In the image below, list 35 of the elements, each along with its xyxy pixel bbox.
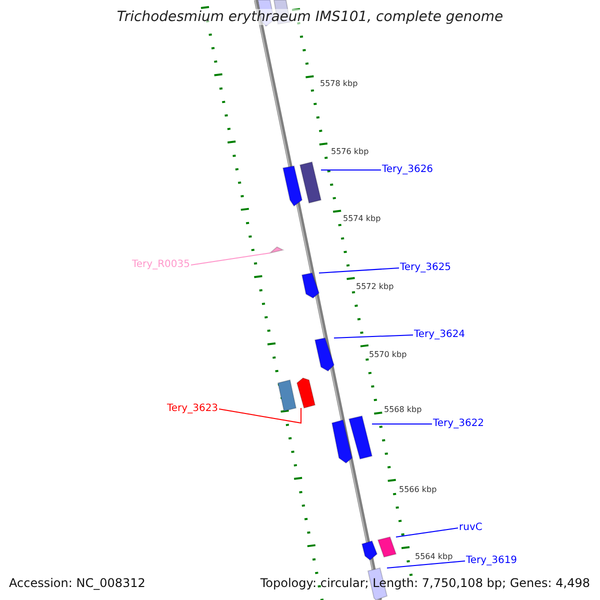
- gene-block: [302, 273, 319, 298]
- gene-block: [349, 416, 372, 459]
- gene-label: Tery_3625: [400, 262, 452, 274]
- scale-label: 5568 kbp: [384, 405, 422, 415]
- scale-label: 5564 kbp: [415, 552, 453, 562]
- gene-block: [332, 420, 352, 463]
- scale-label: 5574 kbp: [343, 214, 381, 224]
- gene-block: [378, 537, 396, 557]
- genome-info-text: Topology: circular; Length: 7,750,108 bp; Genes: 4,498: [260, 576, 590, 590]
- gene-label: Tery_R0035: [132, 259, 190, 271]
- scale-label: 5570 kbp: [369, 350, 407, 360]
- leader-line: [190, 252, 270, 266]
- leader-line: [318, 268, 400, 274]
- leader-line: [334, 334, 414, 338]
- leader-line: [396, 528, 458, 538]
- gene-block: [315, 338, 334, 371]
- gene-label: ruvC: [459, 522, 482, 534]
- gene-block: [270, 247, 283, 253]
- gene-block: [300, 162, 321, 203]
- scale-label: 5578 kbp: [320, 79, 358, 89]
- gene-block: [297, 378, 315, 408]
- gene-label: Tery_3622: [433, 418, 484, 430]
- gene-label: Tery_3624: [414, 329, 466, 341]
- scale-label: 5576 kbp: [331, 147, 369, 157]
- leader-line: [386, 560, 466, 568]
- gene-label: Tery_3626: [382, 164, 434, 176]
- gene-block: [362, 541, 377, 560]
- gene-label: Tery_3623: [167, 403, 218, 415]
- scale-label: 5566 kbp: [399, 485, 437, 495]
- accession-text: Accession: NC_008312: [9, 576, 146, 590]
- gene-block: [278, 380, 296, 411]
- scale-label: 5572 kbp: [356, 282, 394, 292]
- gene-block: [283, 166, 302, 206]
- gene-label: Tery_3619: [466, 555, 518, 567]
- leader-line: [218, 408, 302, 424]
